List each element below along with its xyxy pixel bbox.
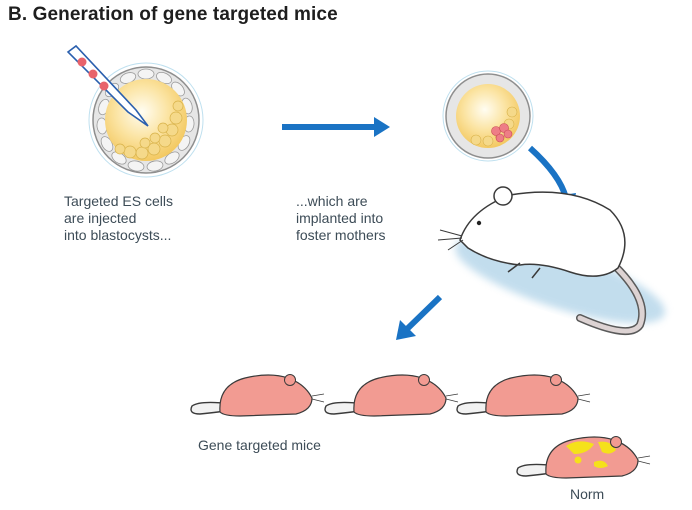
normal-mouse-label: Norm bbox=[570, 486, 605, 502]
step2-caption: ...which are implanted into foster mothe… bbox=[296, 193, 385, 244]
blastocyst-injection-icon bbox=[66, 44, 204, 178]
blastocyst-chimeric-icon bbox=[442, 70, 534, 162]
chimeric-mouse-icon bbox=[516, 436, 651, 479]
caption-line: ...which are bbox=[296, 193, 368, 209]
gene-targeted-mouse-icon bbox=[324, 374, 459, 417]
gene-targeted-mice-label: Gene targeted mice bbox=[198, 437, 321, 453]
arrow-down-left-icon bbox=[396, 294, 443, 340]
arrow-right-icon bbox=[282, 117, 390, 137]
caption-line: are injected bbox=[64, 210, 137, 226]
caption-line: into blastocysts... bbox=[64, 227, 172, 243]
foster-mother-mouse-icon bbox=[437, 186, 665, 336]
figure-title: B. Generation of gene targeted mice bbox=[8, 4, 338, 25]
caption-line: foster mothers bbox=[296, 227, 386, 243]
gene-targeted-mouse-icon bbox=[190, 374, 325, 417]
step1-caption: Targeted ES cells are injected into blas… bbox=[64, 193, 173, 244]
gene-targeted-mouse-icon bbox=[456, 374, 591, 417]
caption-line: implanted into bbox=[296, 210, 384, 226]
caption-line: Targeted ES cells bbox=[64, 193, 173, 209]
